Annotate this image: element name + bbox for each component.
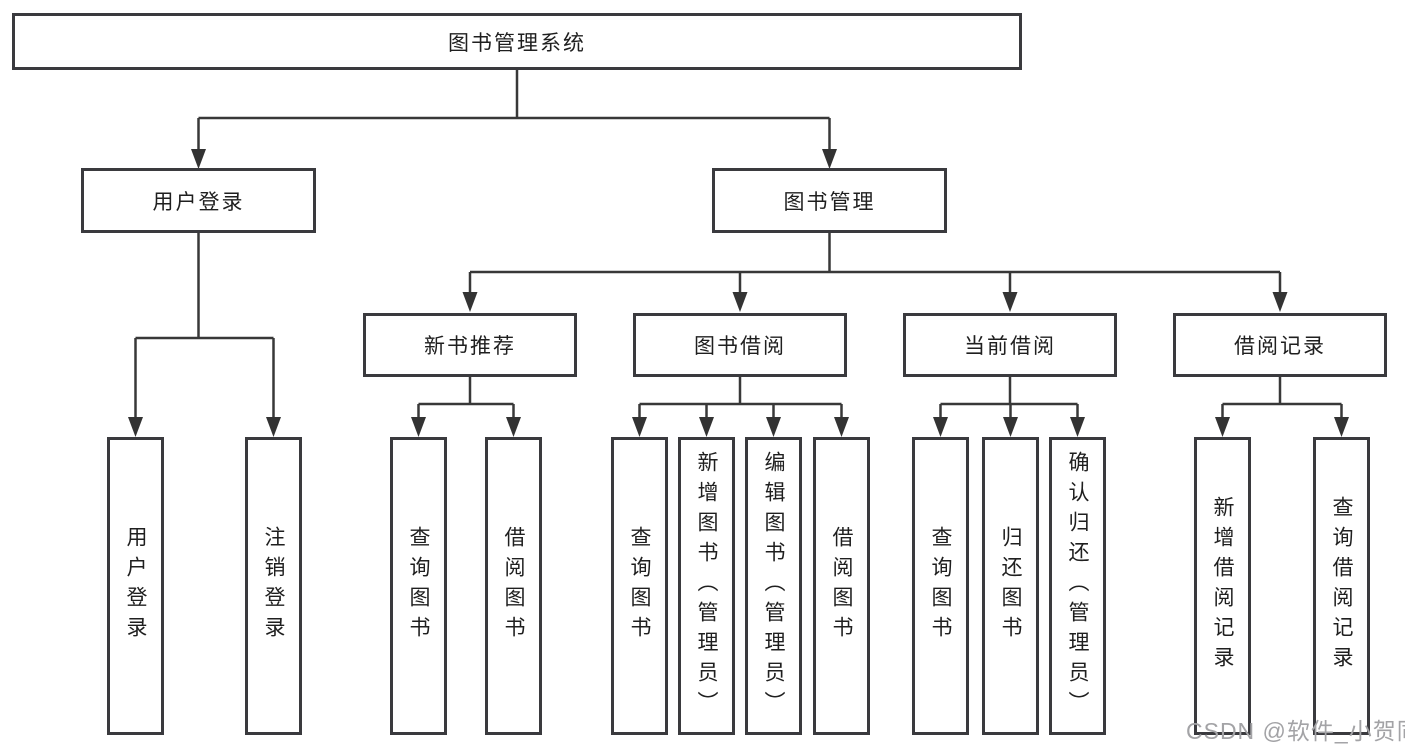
arrowheads [128, 149, 1349, 437]
node-label: 当前借阅 [964, 335, 1056, 358]
leaf-query-books-recommend: 查询图书 [390, 437, 447, 735]
node-label: 用户登录 [124, 526, 147, 646]
leaf-user-login: 用户登录 [107, 437, 164, 735]
node-user-login: 用户登录 [81, 168, 316, 233]
leaf-borrow-books: 借阅图书 [813, 437, 870, 735]
leaf-confirm-return-admin: 确认归还（管理员） [1049, 437, 1106, 735]
node-new-book-recommend: 新书推荐 [363, 313, 577, 377]
node-label: 图书管理 [783, 190, 876, 214]
node-label: 确认归还（管理员） [1066, 451, 1089, 721]
node-label: 借阅图书 [502, 526, 525, 646]
node-book-management: 图书管理 [712, 168, 947, 233]
node-label: 用户登录 [152, 190, 245, 214]
leaf-query-borrow-record: 查询借阅记录 [1313, 437, 1370, 735]
node-borrow-records: 借阅记录 [1173, 313, 1387, 377]
leaf-query-books-borrow: 查询图书 [611, 437, 668, 735]
node-label: 查询图书 [628, 526, 651, 646]
node-label: 查询图书 [929, 526, 952, 646]
node-label: 借阅记录 [1234, 335, 1326, 358]
node-label: 新书推荐 [424, 335, 516, 358]
node-library-management-system: 图书管理系统 [12, 13, 1022, 70]
node-label: 查询借阅记录 [1330, 496, 1353, 676]
leaf-query-books-current: 查询图书 [912, 437, 969, 735]
csdn-watermark: CSDN @软件_小贺同学 [1186, 718, 1405, 744]
node-label: 新增借阅记录 [1211, 496, 1234, 676]
node-label: 图书管理系统 [448, 31, 586, 55]
leaf-add-book-admin: 新增图书（管理员） [678, 437, 735, 735]
node-label: 注销登录 [262, 526, 285, 646]
node-label: 借阅图书 [830, 526, 853, 646]
node-book-borrow: 图书借阅 [633, 313, 847, 377]
leaf-add-borrow-record: 新增借阅记录 [1194, 437, 1251, 735]
node-label: 图书借阅 [694, 335, 786, 358]
leaf-logout: 注销登录 [245, 437, 302, 735]
node-current-borrow: 当前借阅 [903, 313, 1117, 377]
leaf-borrow-books-recommend: 借阅图书 [485, 437, 542, 735]
node-label: 归还图书 [999, 526, 1022, 646]
node-label: 查询图书 [407, 526, 430, 646]
node-label: 编辑图书（管理员） [762, 451, 785, 721]
node-label: 新增图书（管理员） [695, 451, 718, 721]
leaf-return-book: 归还图书 [982, 437, 1039, 735]
leaf-edit-book-admin: 编辑图书（管理员） [745, 437, 802, 735]
